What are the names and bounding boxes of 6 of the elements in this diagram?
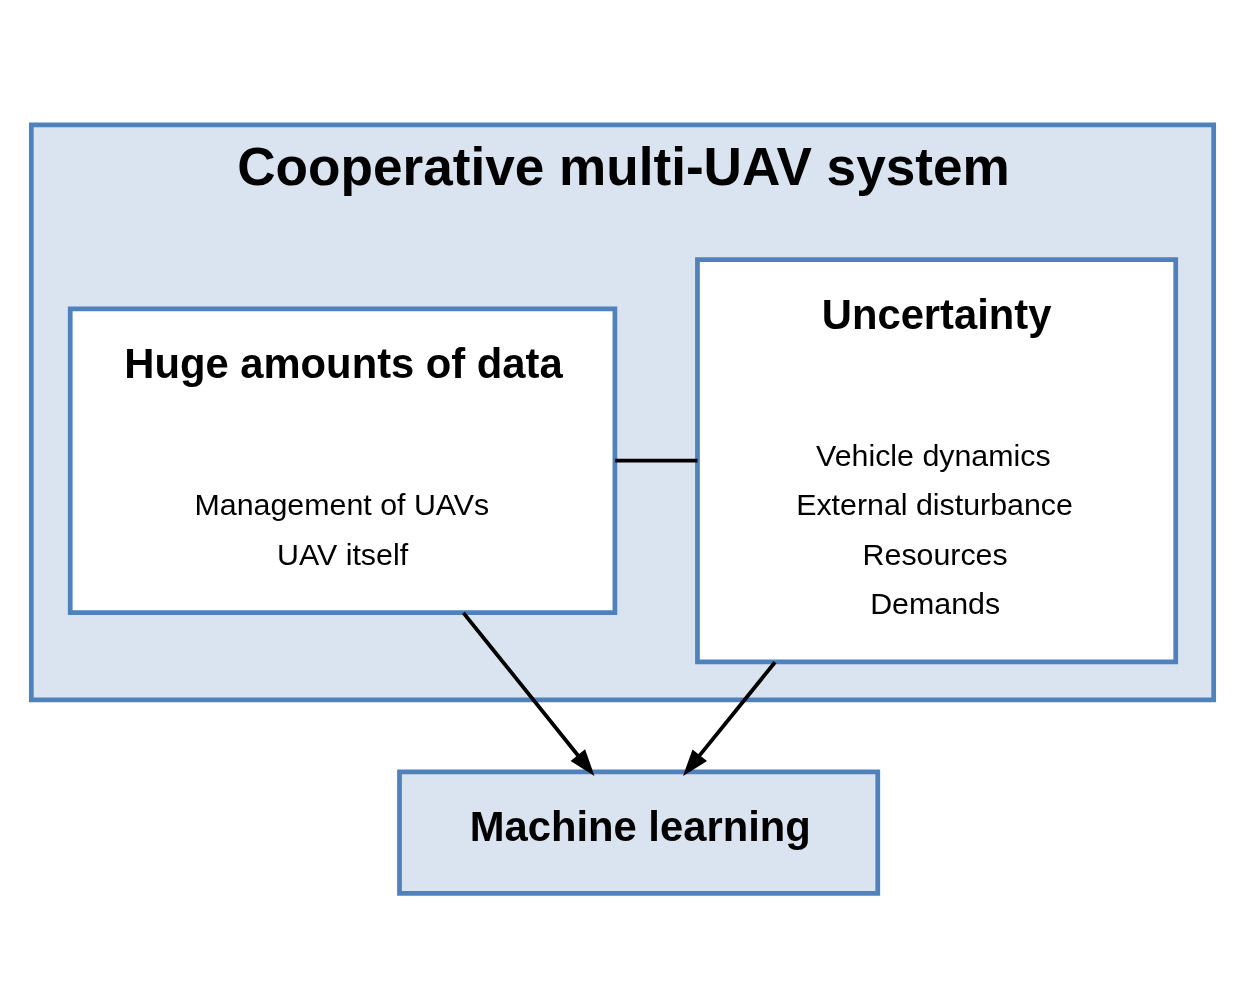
arrow [683,660,777,776]
node-box: Machine learning [397,769,881,896]
node-box: Uncertainty Vehicle dynamics External disturbance Resources Demands [695,256,1179,664]
arrow [461,611,595,776]
connector [615,458,698,463]
node-box: Huge amounts of data Management of UAVs UAV itself [67,306,618,615]
